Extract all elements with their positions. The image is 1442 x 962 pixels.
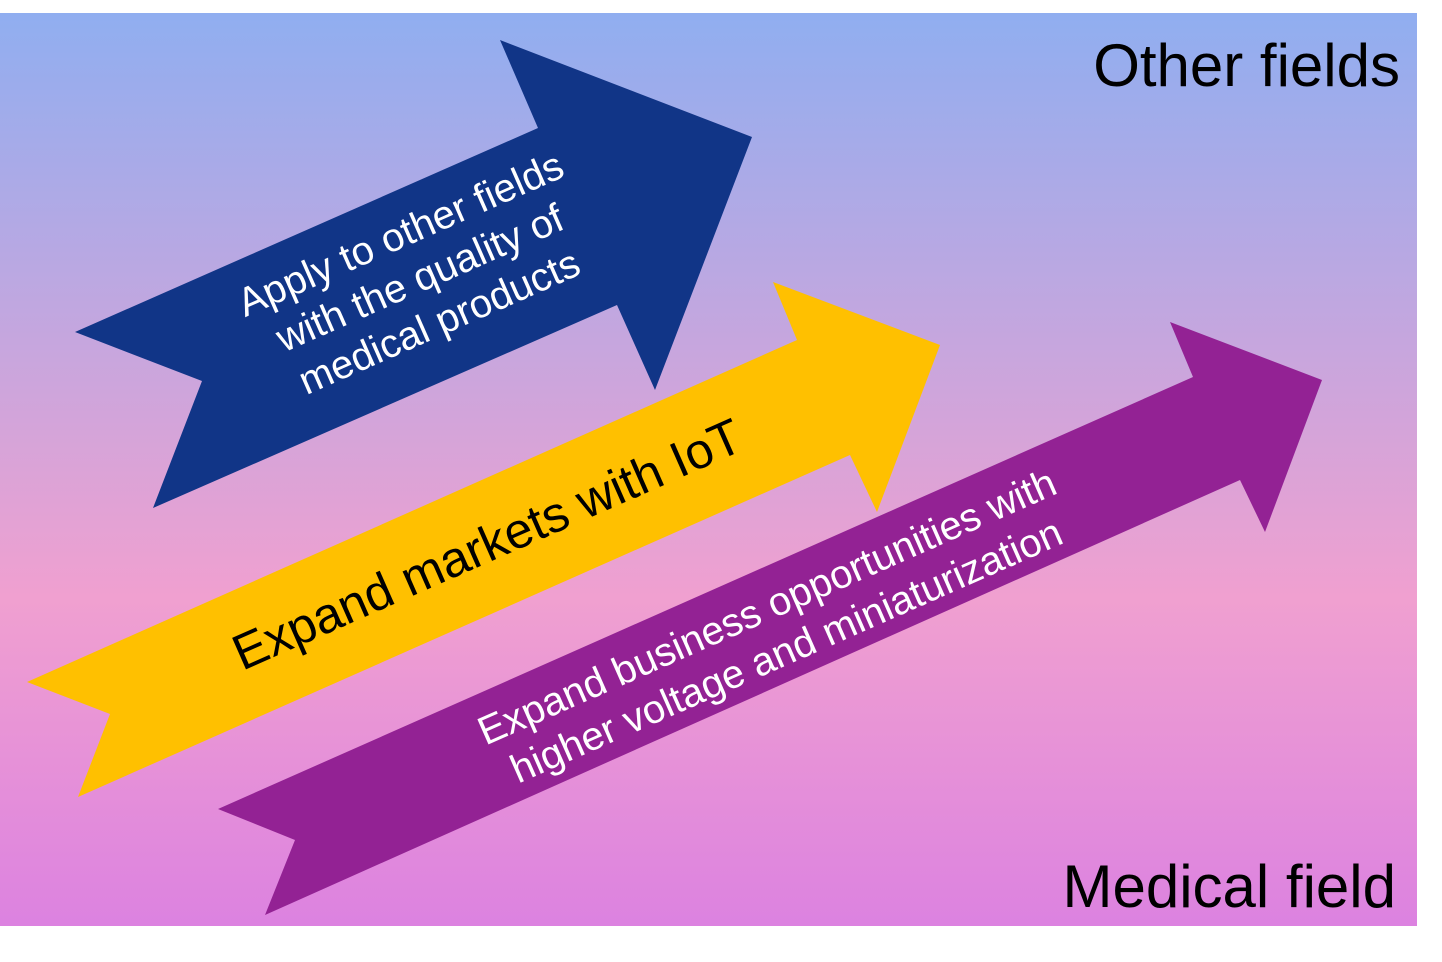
label-medical-field: Medical field bbox=[1063, 853, 1397, 920]
label-other-fields: Other fields bbox=[1093, 32, 1400, 99]
arrow-medical bbox=[218, 322, 1322, 915]
arrow-other-fields bbox=[75, 40, 752, 508]
arrow-iot bbox=[27, 282, 940, 797]
